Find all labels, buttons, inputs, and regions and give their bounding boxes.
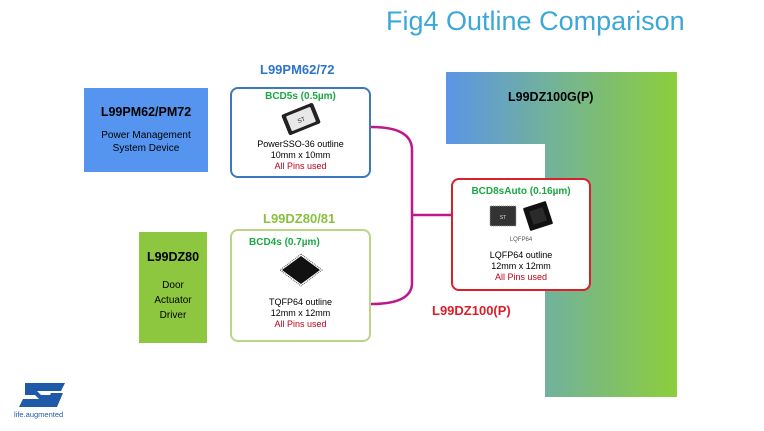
package-card-powersso36: BCD5s (0.5µm) ST PowerSSO-36 outline 10m… xyxy=(230,87,371,178)
technology-label: BCD8sAuto (0.16µm) xyxy=(471,186,571,197)
group-header-l99pm: L99PM62/72 xyxy=(260,62,335,77)
device-desc-line: Actuator xyxy=(154,295,192,306)
outline-label: LQFP64 outline xyxy=(489,250,553,260)
size-label: 10mm x 10mm xyxy=(270,150,331,160)
size-label: 12mm x 12mm xyxy=(270,308,331,318)
device-desc-line: Driver xyxy=(159,310,187,321)
pins-label: All Pins used xyxy=(274,319,327,329)
l99dz100g-label: L99DZ100G(P) xyxy=(508,90,594,104)
device-name: L99PM62/PM72 xyxy=(100,105,192,119)
device-box-l99pm: L99PM62/PM72 Power Management System Dev… xyxy=(84,88,208,172)
outline-label: PowerSSO-36 outline xyxy=(257,139,344,149)
svg-text:ST: ST xyxy=(500,215,506,221)
device-desc-line: System Device xyxy=(112,143,180,154)
chip-tqfp-icon xyxy=(278,253,323,287)
group-header-l99dz80: L99DZ80/81 xyxy=(263,211,336,226)
device-desc-line: Door xyxy=(162,280,184,291)
svg-text:ST: ST xyxy=(297,117,307,126)
device-name: L99DZ80 xyxy=(146,250,200,264)
chip-powersso-icon: ST xyxy=(281,103,320,135)
page-title: Fig4 Outline Comparison xyxy=(386,6,685,36)
st-logo-icon xyxy=(19,383,65,407)
technology-label: BCD4s (0.7µm) xyxy=(249,237,320,248)
logo-tagline: life.augmented xyxy=(14,410,64,419)
l99dz100p-label: L99DZ100(P) xyxy=(432,303,511,318)
package-card-lqfp64: BCD8sAuto (0.16µm) ST LQFP64 LQFP64 outl… xyxy=(451,178,591,291)
outline-label: TQFP64 outline xyxy=(268,297,333,307)
chip-label: LQFP64 xyxy=(509,237,533,243)
package-card-tqfp64: BCD4s (0.7µm) TQFP64 outline 12mm x 12mm… xyxy=(230,229,371,342)
connector-bracket xyxy=(370,125,451,306)
device-box-l99dz80: L99DZ80 Door Actuator Driver xyxy=(139,232,207,343)
pins-label: All Pins used xyxy=(274,161,327,171)
device-desc-line: Power Management xyxy=(101,130,191,141)
pins-label: All Pins used xyxy=(494,272,548,282)
size-label: 12mm x 12mm xyxy=(491,261,551,271)
technology-label: BCD5s (0.5µm) xyxy=(265,91,336,102)
chip-lqfp-icon: ST xyxy=(489,201,553,231)
